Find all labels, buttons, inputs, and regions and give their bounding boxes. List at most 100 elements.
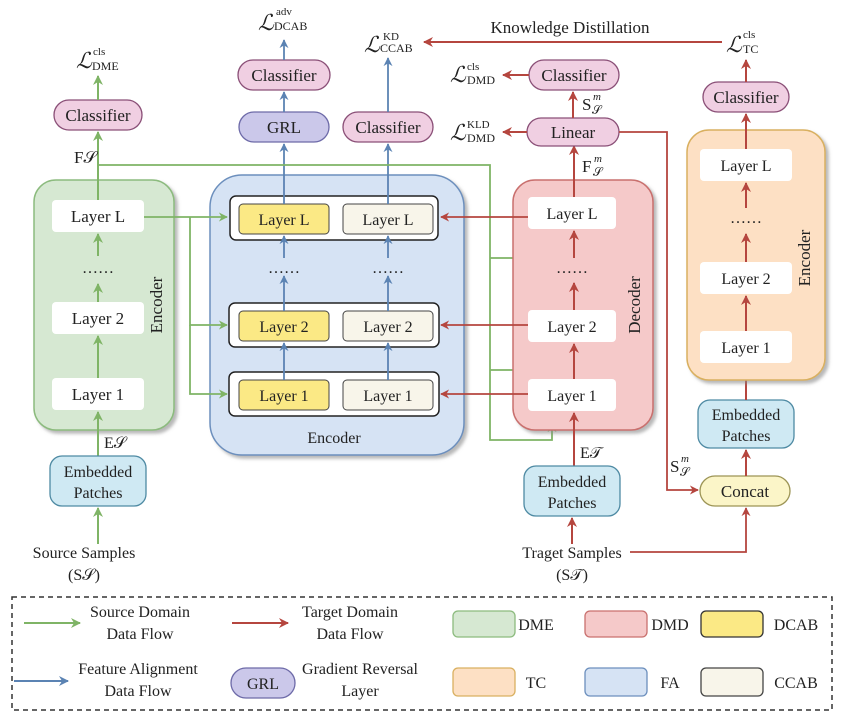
svg-text:Classifier: Classifier — [251, 66, 316, 85]
legend-align-flow: Feature Alignment Data Flow — [14, 661, 198, 700]
tc-classifier[interactable]: Classifier — [702, 81, 790, 113]
svg-text:m: m — [593, 91, 601, 103]
dmd-decoder-block: Layer L …… Layer 2 Layer 1 Decoder — [512, 179, 654, 431]
svg-text:Classifier: Classifier — [355, 118, 420, 137]
dmd-layer-1[interactable] — [528, 379, 616, 411]
loss-dme-cls: ℒ cls DME — [76, 46, 119, 73]
svg-text:Classifier: Classifier — [541, 66, 606, 85]
tc-layer-1[interactable] — [700, 331, 792, 363]
dmd-classifier[interactable]: Classifier — [528, 59, 620, 91]
label-E-S: E𝒮 — [104, 435, 128, 452]
svg-text:Source Domain: Source Domain — [90, 604, 190, 621]
loss-dmd-kld: ℒ KLD DMD — [450, 119, 495, 145]
svg-text:Target Domain: Target Domain — [302, 604, 398, 621]
svg-text:DMD: DMD — [467, 73, 495, 87]
dcab-classifier[interactable]: Classifier — [237, 59, 331, 91]
source-embedded-patches[interactable]: Embedded Patches — [49, 455, 147, 507]
svg-text:TC: TC — [526, 675, 546, 692]
svg-text:GRL: GRL — [267, 118, 301, 137]
dme-layer-1-label: Layer 1 — [72, 385, 124, 404]
svg-text:𝒮: 𝒮 — [593, 165, 604, 179]
svg-text:Layer 2: Layer 2 — [363, 319, 412, 336]
label-S-S-m-concat: S m 𝒮 — [670, 453, 691, 479]
legend-swatch-ccab: CCAB — [700, 667, 818, 697]
legend-source-flow: Source Domain Data Flow — [24, 604, 190, 643]
target-samples-to-concat-arrow — [630, 507, 751, 553]
svg-text:Layer L: Layer L — [362, 212, 413, 229]
tc-layer-2[interactable] — [700, 262, 792, 294]
svg-text:F: F — [582, 157, 591, 176]
ccab-classifier[interactable]: Classifier — [342, 111, 434, 143]
source-samples-label: Source Samples — [33, 545, 136, 562]
knowledge-distillation-label: Knowledge Distillation — [490, 18, 650, 37]
svg-text:DME: DME — [518, 617, 554, 634]
svg-text:𝒮: 𝒮 — [680, 465, 691, 479]
legend-target-flow: Target Domain Data Flow — [232, 604, 398, 643]
concat-box[interactable]: Concat — [699, 475, 791, 507]
tc-embedded-patches[interactable]: Embedded Patches — [697, 399, 795, 449]
svg-text:Layer L: Layer L — [546, 206, 597, 223]
legend-grl: GRL Gradient Reversal Layer — [230, 661, 419, 700]
target-embedded-patches[interactable]: Embedded Patches — [523, 465, 621, 517]
dme-dots: …… — [82, 260, 114, 277]
label-F-S-m: F m 𝒮 — [582, 153, 604, 179]
legend-swatch-dcab: DCAB — [700, 610, 818, 638]
target-samples-symbol: (S𝒯) — [556, 567, 588, 584]
linear-to-concat-arrow — [619, 131, 699, 495]
svg-text:Embedded: Embedded — [64, 464, 132, 481]
dme-layer-L-label: Layer L — [71, 207, 125, 226]
svg-text:Gradient Reversal: Gradient Reversal — [302, 661, 419, 678]
svg-text:ℒ: ℒ — [450, 120, 467, 145]
svg-text:Data Flow: Data Flow — [104, 683, 172, 700]
label-S-S-m-top: S m 𝒮 — [582, 91, 603, 117]
svg-text:CCAB: CCAB — [380, 41, 413, 55]
loss-dmd-cls: ℒ cls DMD — [450, 61, 495, 87]
label-E-T: E𝒯 — [580, 445, 605, 462]
dcab-dots: …… — [268, 260, 300, 277]
svg-text:ℒ: ℒ — [258, 10, 275, 35]
svg-text:Patches: Patches — [74, 485, 123, 502]
linear-box[interactable]: Linear — [526, 117, 620, 147]
svg-text:ℒ: ℒ — [76, 48, 93, 73]
svg-text:S: S — [582, 95, 591, 114]
svg-text:Embedded: Embedded — [712, 407, 780, 424]
svg-text:KLD: KLD — [467, 119, 490, 131]
svg-text:DME: DME — [92, 59, 119, 73]
svg-text:𝒮: 𝒮 — [592, 103, 603, 117]
svg-text:KD: KD — [383, 31, 399, 43]
svg-text:Feature Alignment: Feature Alignment — [78, 661, 198, 678]
ccab-dots: …… — [372, 260, 404, 277]
dmd-layer-L[interactable] — [528, 197, 616, 229]
tc-layer-L[interactable] — [700, 149, 792, 181]
svg-text:ℒ: ℒ — [364, 32, 381, 57]
dmd-layer-2[interactable] — [528, 310, 616, 342]
grl-box[interactable]: GRL — [238, 111, 330, 143]
target-flow-connections — [440, 212, 528, 399]
dme-layer-1[interactable] — [52, 378, 144, 410]
svg-text:Classifier: Classifier — [713, 88, 778, 107]
svg-text:TC: TC — [743, 42, 758, 56]
svg-text:Layer 2: Layer 2 — [259, 319, 308, 336]
dmd-dots: …… — [556, 260, 588, 277]
svg-text:Linear: Linear — [551, 123, 596, 142]
legend-swatch-tc: TC — [452, 667, 546, 697]
legend-swatch-dmd: DMD — [584, 610, 689, 638]
dme-classifier[interactable]: Classifier — [53, 99, 143, 131]
svg-text:Concat: Concat — [721, 482, 769, 501]
svg-text:ℒ: ℒ — [726, 32, 743, 57]
svg-text:cls: cls — [93, 46, 105, 58]
loss-ccab-kd: ℒ KD CCAB — [364, 31, 413, 57]
svg-text:FA: FA — [660, 675, 680, 692]
dme-layer-L[interactable] — [52, 200, 144, 232]
source-samples-symbol: (S𝒮) — [68, 567, 100, 584]
svg-text:Layer 2: Layer 2 — [547, 319, 596, 336]
svg-text:Layer L: Layer L — [720, 158, 771, 175]
svg-text:Layer L: Layer L — [258, 212, 309, 229]
svg-text:Embedded: Embedded — [538, 474, 606, 491]
legend: Source Domain Data Flow Target Domain Da… — [11, 596, 833, 711]
svg-text:m: m — [594, 153, 602, 165]
svg-text:Layer 1: Layer 1 — [259, 388, 308, 405]
legend-swatch-dme: DME — [452, 610, 554, 638]
dme-layer-2[interactable] — [52, 302, 144, 334]
